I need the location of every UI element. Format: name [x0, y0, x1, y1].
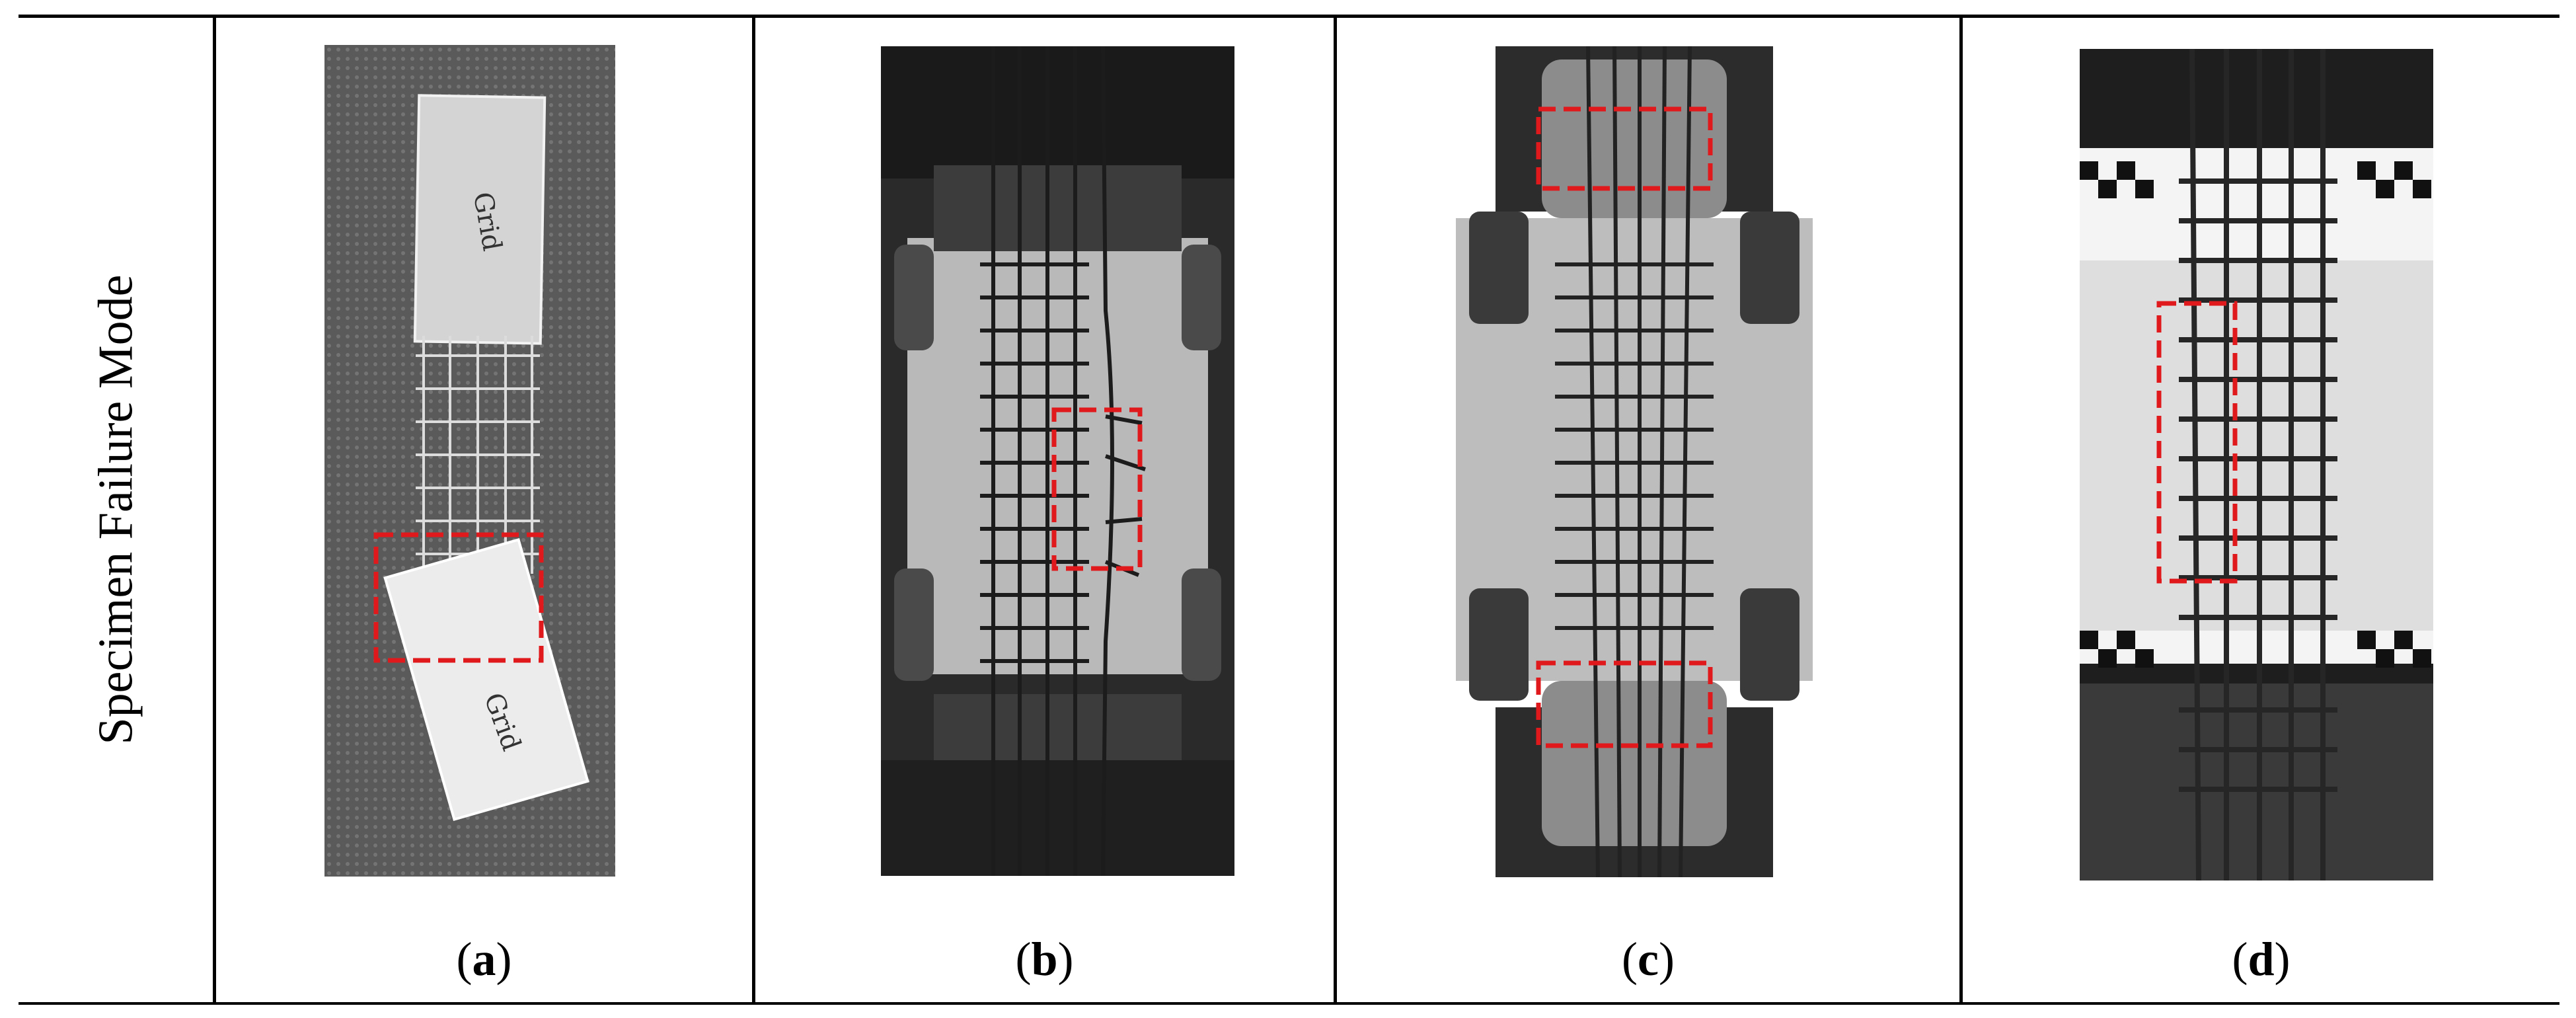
panel-caption: (b)	[1015, 933, 1074, 986]
column-divider	[1334, 15, 1337, 1005]
specimen-photo-b	[881, 46, 1234, 876]
row-header: Specimen Failure Mode	[19, 15, 214, 1005]
bottom-rule	[19, 1002, 2559, 1005]
column-divider	[1959, 15, 1963, 1005]
panel-b: (b)	[755, 15, 1334, 1005]
failure-zone-box	[2156, 301, 2238, 584]
panel-c: (c)	[1337, 15, 1959, 1005]
specimen-photo-a: Grid Grid	[324, 45, 615, 877]
top-rule	[19, 15, 2559, 18]
panel-letter: a	[472, 933, 496, 986]
column-divider	[752, 15, 755, 1005]
column-divider	[213, 15, 216, 1005]
panel-d: (d)	[1963, 15, 2559, 1005]
panel-a: Grid Grid	[216, 15, 752, 1005]
failure-zone-box	[1051, 407, 1143, 571]
specimen-photo-c	[1456, 46, 1813, 877]
specimen-photo-d	[2080, 49, 2433, 881]
panel-caption: (d)	[2232, 933, 2291, 986]
failure-zone-box	[373, 532, 544, 663]
figure-table: Specimen Failure Mode Grid	[19, 15, 2559, 1005]
panel-letter: d	[2248, 933, 2275, 986]
failure-zone-box	[1536, 106, 1713, 191]
panel-caption: (c)	[1622, 933, 1675, 986]
failure-zone-box	[1536, 660, 1713, 748]
panel-caption: (a)	[456, 933, 512, 986]
panel-letter: c	[1638, 933, 1659, 986]
panel-letter: b	[1031, 933, 1058, 986]
row-label: Specimen Failure Mode	[89, 274, 143, 745]
